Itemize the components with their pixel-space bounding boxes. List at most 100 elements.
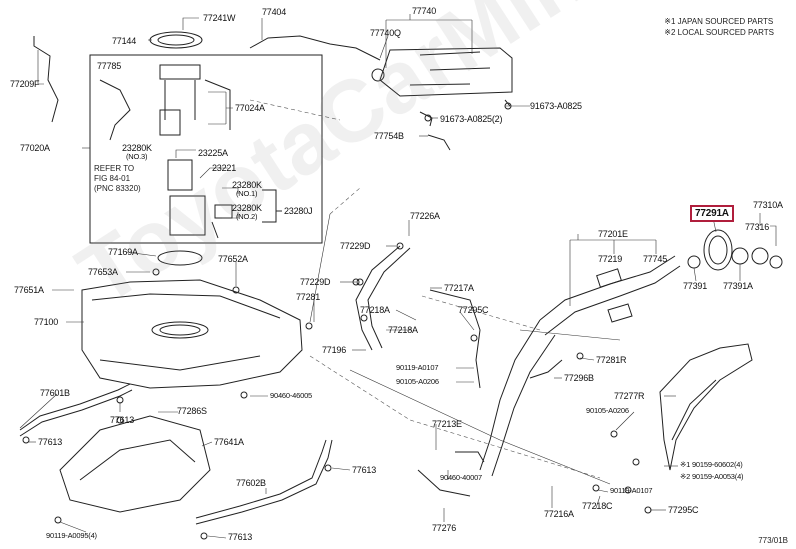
part-label-23225A[interactable]: 23225A [198,148,228,158]
part-label-77653A[interactable]: 77653A [88,267,118,277]
part-label-77229D[interactable]: 77229D [340,241,371,251]
part-label-77216A[interactable]: 77216A [544,509,574,519]
part-label-77276[interactable]: 77276 [432,523,457,533]
part-label-23221[interactable]: 23221 [212,163,237,173]
part-label-77740Q[interactable]: 77740Q [370,28,401,38]
pump-flange [159,64,201,80]
fuel-tank-77100 [81,279,303,389]
part-label-77404[interactable]: 77404 [262,7,287,17]
part-label-77218C[interactable]: 77218C [582,501,613,511]
filler-pipe-upper [539,255,676,321]
hose-77754B [427,134,451,151]
part-label-77310A[interactable]: 77310A [753,200,783,210]
hose-77226A [355,245,401,351]
part-label-77316[interactable]: 77316 [745,222,770,232]
reference-note-line-2: FIG 84-01 [94,174,131,183]
filler-cap [751,247,769,265]
canister-77740 [379,47,513,97]
part-label-90119-a0107[interactable]: 90119-A0107 [396,363,439,372]
part-label-77391A[interactable]: 77391A [723,281,753,291]
strap-77602B [195,439,327,519]
part-label-77201E[interactable]: 77201E [598,229,628,239]
part-label-23280K-no2[interactable]: 23280K [232,203,262,213]
legend: ※1 JAPAN SOURCED PARTS ※2 LOCAL SOURCED … [664,16,774,38]
part-label-77281[interactable]: 77281 [296,292,321,302]
part-label-77196[interactable]: 77196 [322,345,347,355]
tank-opening [151,321,209,339]
fuel-sender-gauge [159,109,181,136]
part-label-90159-a0053[interactable]: ※2 90159-A0053(4) [680,472,744,481]
part-label-77144[interactable]: 77144 [112,36,137,46]
part-label-23280K-no3[interactable]: 23280K [122,143,152,153]
hose-77209F [33,36,59,123]
filler-pipe-lower [479,319,541,471]
part-label-77602B[interactable]: 77602B [236,478,266,488]
part-label-77229D-2[interactable]: 77229D [300,277,331,287]
part-label-77651A[interactable]: 77651A [14,285,44,295]
part-label-90105-a0206-b[interactable]: 90105-A0206 [586,406,629,415]
part-label-77641A[interactable]: 77641A [214,437,244,447]
part-label-23280K-no2-qualifier: (NO.2) [236,212,258,221]
suction-filter [169,195,206,236]
part-label-77218A-2[interactable]: 77218A [388,325,418,335]
part-label-23280J[interactable]: 23280J [284,206,313,216]
legend-line-1: ※1 JAPAN SOURCED PARTS [664,17,774,26]
part-label-77169A[interactable]: 77169A [108,247,138,257]
reference-note-line-1: REFER TO [94,164,135,173]
part-label-90159-60602[interactable]: ※1 90159-60602(4) [680,460,743,469]
protector-77641A [59,415,211,513]
part-label-77754B[interactable]: 77754B [374,131,404,141]
part-label-90105-a0206[interactable]: 90105-A0206 [396,377,439,386]
part-label-23280K-no3-qualifier: (NO.3) [126,152,148,161]
part-label-77291A-highlighted[interactable]: 77291A [690,205,734,222]
part-label-23280K-no1-qualifier: (NO.1) [236,189,258,198]
part-label-77219[interactable]: 77219 [598,254,623,264]
part-label-91673-a0825[interactable]: 91673-A0825 [530,101,582,111]
part-label-77277R[interactable]: 77277R [614,391,645,401]
part-label-90119-a0095[interactable]: 90119-A0095(4) [46,531,97,540]
part-label-77024A[interactable]: 77024A [235,103,265,113]
strap-77601B [19,383,131,431]
part-label-77218A[interactable]: 77218A [360,305,390,315]
part-label-77785[interactable]: 77785 [97,61,122,71]
part-label-77217A[interactable]: 77217A [444,283,474,293]
part-label-77226A[interactable]: 77226A [410,211,440,221]
vent-tube-77404 [249,35,381,61]
part-label-77020A[interactable]: 77020A [20,143,50,153]
diagram-id: 773/01B [758,536,788,545]
harness-77785 [99,79,131,141]
part-label-91673-a0825-2[interactable]: 91673-A0825(2) [440,114,503,124]
cap-77291A [703,229,733,271]
part-label-77213E[interactable]: 77213E [432,419,462,429]
part-label-77241W[interactable]: 77241W [203,13,236,23]
protector-77277R [659,343,753,471]
part-label-77281R[interactable]: 77281R [596,355,627,365]
pump-module-frame [89,54,323,244]
fuel-pump-body [167,159,193,191]
part-label-77391[interactable]: 77391 [683,281,708,291]
part-label-77209F[interactable]: 77209F [10,79,40,89]
part-label-77740[interactable]: 77740 [412,6,437,16]
part-label-77295C-2[interactable]: 77295C [668,505,699,515]
part-label-77295C[interactable]: 77295C [458,305,489,315]
reference-note-line-3: (PNC 83320) [94,184,141,193]
hose-77213E [417,451,485,497]
part-label-77613-a[interactable]: 77613 [110,415,135,425]
part-label-90460-40007[interactable]: 90460-40007 [440,473,483,482]
part-label-77613-c[interactable]: 77613 [352,465,377,475]
part-label-77652A[interactable]: 77652A [218,254,248,264]
part-label-90460-46005[interactable]: 90460-46005 [270,391,313,400]
part-label-77601B[interactable]: 77601B [40,388,70,398]
part-label-77296B[interactable]: 77296B [564,373,594,383]
part-label-77745[interactable]: 77745 [643,254,668,264]
part-label-77286S[interactable]: 77286S [177,406,207,416]
gasket-77169A [157,250,203,266]
part-label-90119-a0107-b[interactable]: 90119-A0107 [610,486,653,495]
part-label-23280K-no1[interactable]: 23280K [232,180,262,190]
legend-line-2: ※2 LOCAL SOURCED PARTS [664,28,774,37]
part-label-77100[interactable]: 77100 [34,317,59,327]
part-label-77613-d[interactable]: 77613 [228,532,253,542]
part-label-77613-b[interactable]: 77613 [38,437,63,447]
